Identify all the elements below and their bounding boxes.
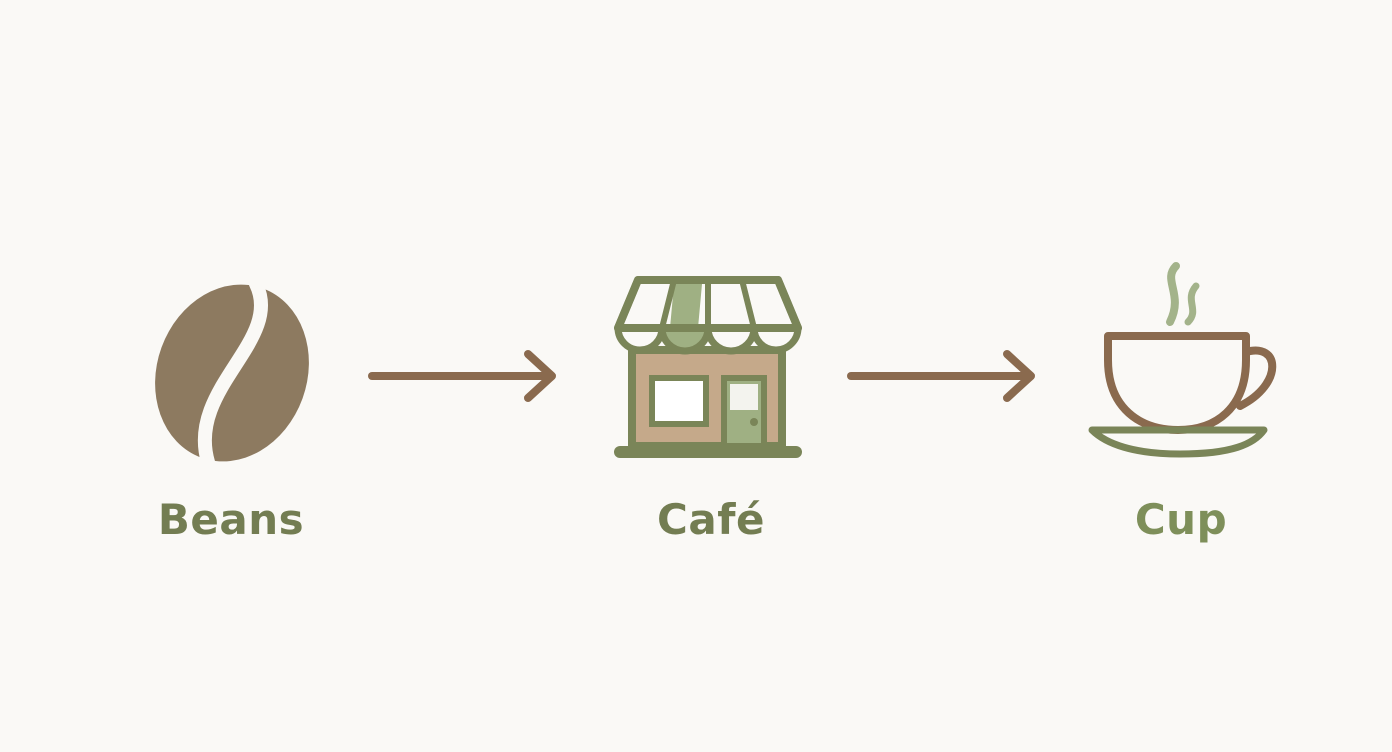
step-label-cup: Cup <box>1134 495 1228 544</box>
arrow-right-icon <box>847 350 1035 402</box>
storefront-icon <box>614 276 802 458</box>
steam-icon <box>1166 262 1180 326</box>
step-label-beans: Beans <box>157 495 305 544</box>
step-label-cafe: Café <box>657 495 765 544</box>
coffee-bean-icon <box>155 282 309 464</box>
arrow-right-icon <box>368 350 556 402</box>
coffee-cup-icon <box>1088 262 1277 458</box>
